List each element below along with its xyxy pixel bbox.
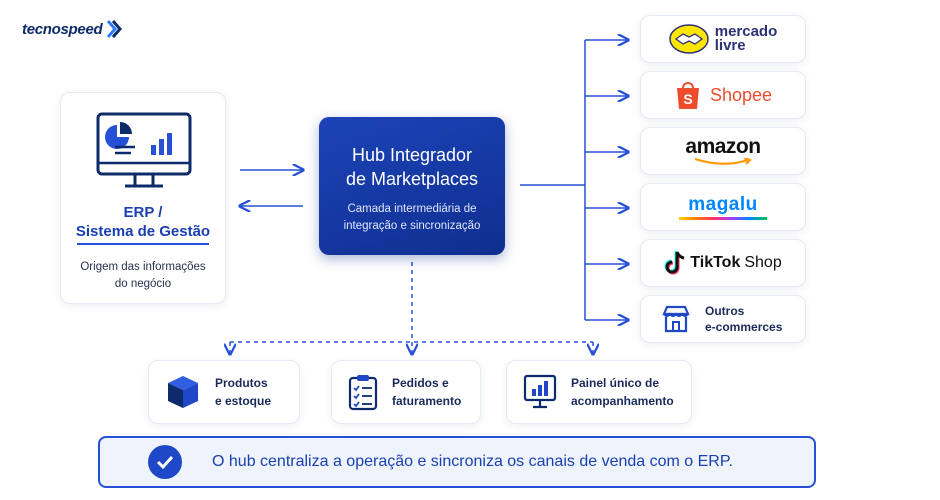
svg-text:S: S — [683, 91, 692, 107]
feature-painel: Painel único de acompanhamento — [506, 360, 692, 424]
hub-title-line2: de Marketplaces — [345, 169, 479, 189]
storefront-icon — [662, 305, 690, 333]
hub-sub-line2: integração e sincronização — [343, 220, 481, 232]
pedidos-line1: Pedidos e — [392, 376, 449, 390]
amazon-smile-icon — [694, 158, 752, 165]
summary-text: O hub centraliza a operação e sincroniza… — [212, 453, 733, 470]
shopee-label: Shopee — [709, 84, 773, 105]
mercadolivre-line1: mercado — [714, 23, 778, 40]
clipboard-checklist-icon — [348, 375, 378, 411]
erp-divider — [77, 243, 209, 245]
marketplace-amazon: amazon — [640, 127, 806, 175]
painel-line2: acompanhamento — [571, 394, 674, 408]
hub-title-line1: Hub Integrador — [351, 145, 473, 165]
painel-line1: Painel único de — [571, 376, 660, 390]
tecnospeed-logo: tecnospeed — [22, 20, 123, 38]
outros-line2: e-commerces — [705, 320, 783, 334]
outros-line1: Outros — [705, 304, 745, 318]
marketplace-tiktok: TikTok Shop — [640, 239, 806, 287]
feature-pedidos-label: Pedidos e faturamento — [392, 374, 461, 410]
mercadolivre-line2: livre — [714, 37, 746, 54]
erp-title: ERP / Sistema de Gestão — [61, 203, 225, 241]
summary-banner: O hub centraliza a operação e sincroniza… — [98, 436, 816, 488]
erp-card: ERP / Sistema de Gestão Origem das infor… — [60, 92, 226, 304]
magalu-label: magalu — [688, 193, 758, 215]
box-icon — [168, 376, 198, 408]
pedidos-line2: faturamento — [392, 394, 462, 408]
feature-painel-label: Painel único de acompanhamento — [571, 374, 674, 410]
tiktok-note-icon — [664, 251, 685, 275]
hub-title: Hub Integrador de Marketplaces — [319, 143, 505, 191]
magalu-underline-icon — [679, 216, 767, 220]
feature-produtos-label: Produtos e estoque — [215, 374, 271, 410]
logo-text: tecnospeed — [22, 20, 103, 38]
produtos-line1: Produtos — [215, 376, 268, 390]
feature-pedidos: Pedidos e faturamento — [331, 360, 481, 424]
marketplace-outros: Outros e-commerces — [640, 295, 806, 343]
hub-subtitle: Camada intermediária de integração e sin… — [319, 201, 505, 235]
amazon-label: amazon — [685, 135, 761, 158]
erp-title-line2: Sistema de Gestão — [75, 223, 211, 240]
marketplace-shopee: S Shopee — [640, 71, 806, 119]
shopee-bag-icon: S — [676, 82, 699, 109]
feature-produtos: Produtos e estoque — [148, 360, 300, 424]
monitor-chart-icon — [96, 112, 192, 188]
marketplace-mercadolivre: mercado livre — [640, 15, 806, 63]
erp-subtitle: Origem das informações do negócio — [61, 259, 225, 293]
hub-box: Hub Integrador de Marketplaces Camada in… — [319, 117, 505, 255]
tiktok-label: TikTok — [690, 254, 741, 271]
erp-sub-line1: Origem das informações — [80, 261, 206, 273]
erp-sub-line2: do negócio — [114, 278, 172, 290]
dashboard-chart-icon — [523, 374, 557, 409]
marketplace-magalu: magalu — [640, 183, 806, 231]
tiktok-shop-label: Shop — [744, 254, 782, 271]
handshake-icon — [668, 24, 709, 54]
check-circle-icon — [148, 445, 182, 479]
logo-chevron-icon — [107, 20, 123, 38]
hub-sub-line1: Camada intermediária de — [347, 203, 477, 215]
erp-title-line1: ERP / — [123, 204, 163, 221]
produtos-line2: e estoque — [215, 394, 272, 408]
